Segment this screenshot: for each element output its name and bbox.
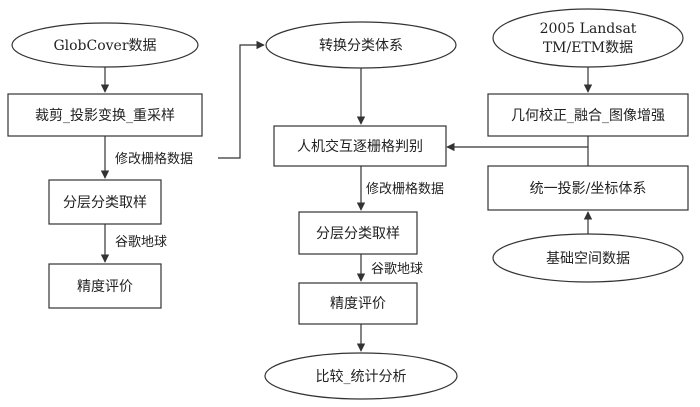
node-conversion-system-label: 转换分类体系 bbox=[319, 37, 403, 54]
node-mid-sampling-label: 分层分类取样 bbox=[316, 226, 400, 242]
edge-label-mid-modify-raster: 修改栅格数据 bbox=[366, 181, 444, 197]
node-compare-stats: 比较_统计分析 bbox=[264, 352, 458, 400]
node-left-accuracy: 精度评价 bbox=[48, 263, 162, 309]
node-human-interpretation: 人机交互逐栅格判别 bbox=[273, 125, 447, 167]
node-unified-projection-label: 统一投影/坐标体系 bbox=[530, 181, 647, 197]
node-human-interpretation-label: 人机交互逐栅格判别 bbox=[297, 138, 423, 155]
node-mid-accuracy: 精度评价 bbox=[298, 282, 418, 325]
node-crop-project-resample: 裁剪_投影变换_重采样 bbox=[7, 93, 203, 137]
edges bbox=[100, 40, 593, 352]
edge-label-mid-google-earth: 谷歌地球 bbox=[371, 262, 423, 277]
node-landsat-label-line2: TM/ETM数据 bbox=[543, 40, 633, 56]
node-mid-sampling: 分层分类取样 bbox=[298, 211, 418, 255]
node-globcover-label: GlobCover数据 bbox=[53, 38, 156, 54]
node-mid-accuracy-label: 精度评价 bbox=[330, 296, 386, 312]
node-left-sampling-label: 分层分类取样 bbox=[63, 195, 147, 211]
node-left-accuracy-label: 精度评价 bbox=[77, 279, 133, 295]
node-crop-project-resample-label: 裁剪_投影变换_重采样 bbox=[35, 107, 175, 124]
node-landsat-label-line1: 2005 Landsat bbox=[540, 21, 637, 37]
node-left-sampling: 分层分类取样 bbox=[48, 179, 162, 225]
node-globcover: GlobCover数据 bbox=[11, 22, 199, 68]
node-base-spatial-data: 基础空间数据 bbox=[492, 233, 684, 283]
edge-label-left-modify-raster: 修改栅格数据 bbox=[115, 151, 193, 167]
edge-left-to-conversion bbox=[218, 40, 265, 159]
node-base-spatial-data-label: 基础空间数据 bbox=[546, 250, 630, 267]
node-geometric-fusion-enhance: 几何校正_融合_图像增强 bbox=[487, 93, 689, 137]
node-compare-stats-label: 比较_统计分析 bbox=[316, 369, 407, 385]
node-geometric-fusion-enhance-label: 几何校正_融合_图像增强 bbox=[511, 107, 665, 124]
node-unified-projection: 统一投影/坐标体系 bbox=[487, 165, 689, 211]
node-conversion-system: 转换分类体系 bbox=[265, 21, 457, 69]
node-landsat: 2005 Landsat TM/ETM数据 bbox=[492, 8, 684, 68]
edge-label-left-google-earth: 谷歌地球 bbox=[115, 235, 167, 250]
